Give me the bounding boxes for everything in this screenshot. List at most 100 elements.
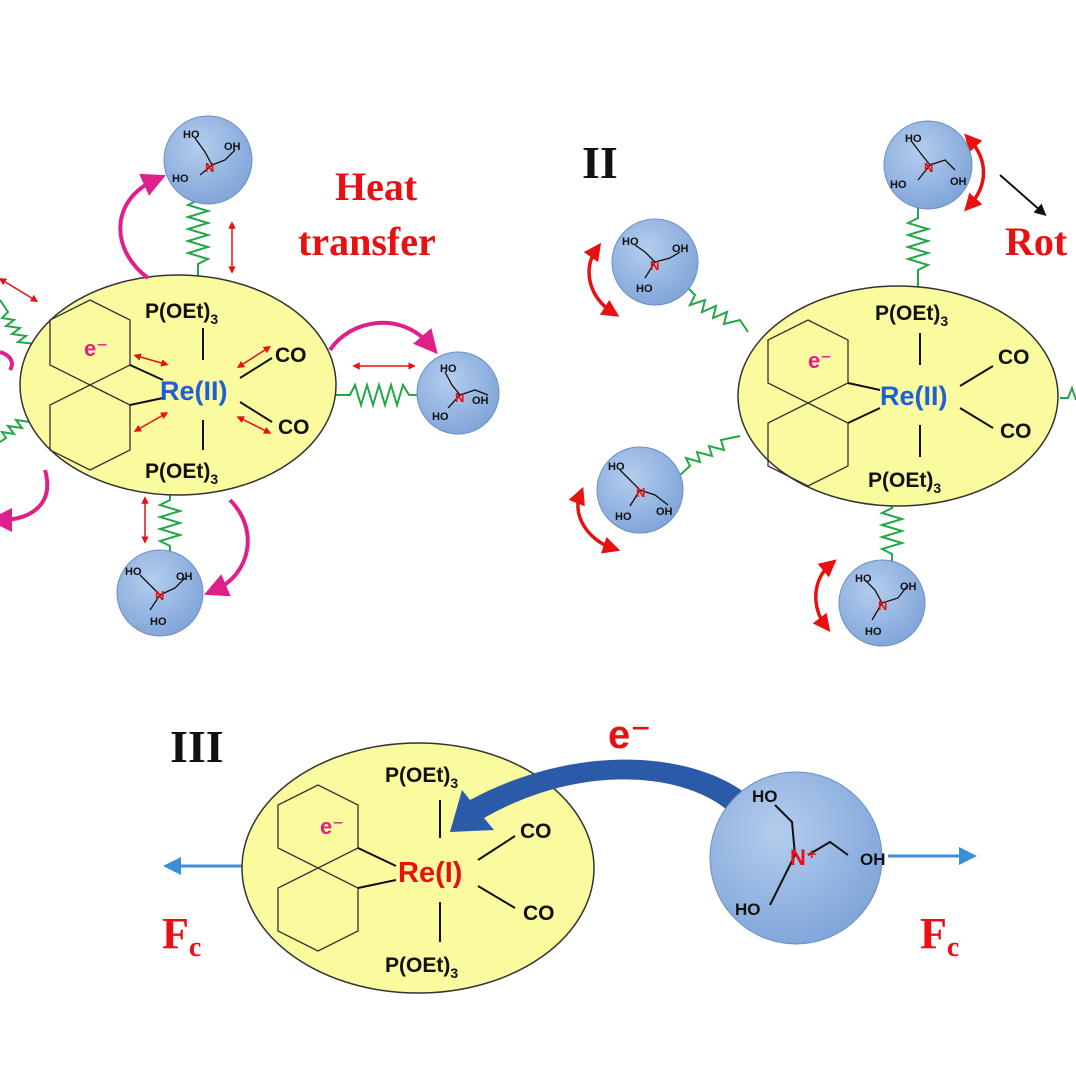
tea-n-label: N bbox=[636, 485, 645, 500]
force-label-left: Fc bbox=[162, 909, 201, 963]
transferred-electron-label: e⁻ bbox=[608, 713, 651, 757]
bond-co-bottom-3 bbox=[477, 885, 516, 909]
spring-bottom bbox=[878, 500, 906, 568]
vibration-arrow bbox=[133, 412, 169, 432]
vibration-arrow bbox=[236, 416, 272, 434]
spring-bottom bbox=[156, 492, 184, 556]
rotation-arrow bbox=[568, 486, 621, 554]
cation-oh-right-label: OH bbox=[860, 850, 886, 869]
vibration-arrow bbox=[133, 353, 169, 367]
bond-n-re-lower-2 bbox=[847, 407, 881, 424]
panel-3-label: III bbox=[170, 721, 224, 772]
co-bottom-label: CO bbox=[278, 416, 310, 439]
tea-ho-label: HO bbox=[622, 236, 639, 248]
spring-top bbox=[184, 185, 212, 285]
bond-co-bottom-2 bbox=[959, 407, 994, 429]
tea-n-label: N bbox=[205, 160, 214, 175]
co-top-label: CO bbox=[520, 820, 552, 843]
vibration-arrow bbox=[236, 345, 272, 369]
rotation-arrow bbox=[964, 133, 986, 212]
co-top-label: CO bbox=[275, 344, 307, 367]
spring-left-lower bbox=[0, 418, 31, 443]
co-bottom-label: CO bbox=[1000, 420, 1032, 443]
heat-transfer-title-line2: transfer bbox=[298, 219, 436, 264]
spring-lower-left bbox=[679, 435, 741, 476]
tea-ho-label: HO bbox=[440, 363, 457, 375]
bond-n-re-lower-3 bbox=[357, 879, 397, 889]
tea-sphere-right: HO OH HO N bbox=[416, 351, 500, 435]
tea-ho-label: HO bbox=[890, 179, 907, 191]
tea-oh-label: OH bbox=[950, 176, 967, 188]
cation-ho-bottom-label: HO bbox=[735, 900, 761, 919]
metal-center-label: Re(II) bbox=[160, 376, 228, 406]
panel-2: II Rot P(OEt)3 P(OEt)3 CO CO Re(II) e⁻ bbox=[568, 120, 1076, 647]
spring-right bbox=[335, 381, 425, 409]
tea-ho-label: HO bbox=[432, 411, 449, 423]
heat-arrow bbox=[0, 469, 50, 532]
bond-n-re-upper-3 bbox=[357, 847, 397, 867]
spring-upper-left bbox=[684, 284, 749, 333]
tea-oh-label: OH bbox=[176, 571, 193, 583]
tea-ho-label: HO bbox=[636, 283, 653, 295]
vibration-arrow bbox=[0, 278, 39, 302]
spring-right bbox=[1060, 385, 1076, 401]
panel-1: P(OEt)3 P(OEt)3 CO CO Re(II) e⁻ Heat tra… bbox=[0, 115, 500, 637]
co-top-label: CO bbox=[998, 346, 1030, 369]
electron-label: e⁻ bbox=[84, 336, 108, 361]
tea-n-label: N bbox=[155, 588, 164, 603]
complex-ellipse-2 bbox=[737, 285, 1059, 507]
electron-label: e⁻ bbox=[320, 814, 344, 839]
force-label-right: Fc bbox=[920, 909, 959, 963]
tea-sphere-bottom: HO OH HO N bbox=[116, 549, 204, 637]
spring-top bbox=[904, 208, 932, 288]
bond-co-top-2 bbox=[959, 365, 994, 387]
tea-oh-label: OH bbox=[224, 141, 241, 153]
tea-ho-label: HO bbox=[615, 511, 632, 523]
tea-oh-label: OH bbox=[900, 581, 917, 593]
tea-ho-label: HO bbox=[172, 173, 189, 185]
direction-arrow bbox=[999, 174, 1047, 216]
ligand-top-label: P(OEt)3 bbox=[385, 764, 458, 791]
ligand-top-label: P(OEt)3 bbox=[875, 302, 948, 329]
ligand-top-label: P(OEt)3 bbox=[145, 300, 218, 327]
tea-ho-label: HO bbox=[150, 616, 167, 628]
co-bottom-label: CO bbox=[523, 902, 555, 925]
electron-transfer-arrow bbox=[450, 759, 770, 832]
tea-ho-label: HO bbox=[608, 461, 625, 473]
tea-n-label: N bbox=[455, 390, 464, 405]
tea-sphere-lower-left: HO OH HO N bbox=[596, 446, 684, 534]
tea-oh-label: OH bbox=[672, 243, 689, 255]
tea-n-label: N bbox=[650, 258, 659, 273]
rotation-title-partial: Rot bbox=[1005, 219, 1068, 264]
tea-ho-label: HO bbox=[183, 129, 200, 141]
rotation-arrow bbox=[583, 242, 620, 317]
bond-co-top-3 bbox=[477, 835, 516, 861]
panel-3: III Fc Fc P(OEt)3 P(OEt)3 CO CO Re(I) e⁻… bbox=[162, 713, 977, 994]
tea-ho-label: HO bbox=[865, 626, 882, 638]
ligand-bottom-label: P(OEt)3 bbox=[385, 954, 458, 981]
metal-center-label: Re(I) bbox=[398, 857, 462, 889]
tea-cation-sphere: HO N⁺ OH HO bbox=[709, 771, 886, 945]
tea-sphere-top: HO OH HO N bbox=[883, 120, 973, 210]
tea-ho-label: HO bbox=[905, 133, 922, 145]
tea-sphere-upper-left: HO OH HO N bbox=[611, 218, 699, 306]
complex-ellipse-1 bbox=[19, 274, 337, 496]
rotation-arrow bbox=[812, 559, 837, 632]
bond-n-re-upper-2 bbox=[847, 382, 881, 391]
spring-left-upper bbox=[0, 299, 37, 345]
ligand-bottom-label: P(OEt)3 bbox=[145, 460, 218, 487]
tea-n-label: N bbox=[878, 598, 887, 613]
metal-center-label: Re(II) bbox=[880, 381, 948, 411]
tea-oh-label: OH bbox=[472, 395, 489, 407]
heat-arrow bbox=[328, 320, 438, 355]
electron-label: e⁻ bbox=[808, 348, 832, 373]
tea-ho-label: HO bbox=[125, 566, 142, 578]
heat-arrow bbox=[118, 173, 166, 280]
tea-oh-label: OH bbox=[656, 506, 673, 518]
cation-n-label: N⁺ bbox=[790, 845, 818, 870]
tea-ho-label: HO bbox=[855, 573, 872, 585]
tea-sphere-top: HO OH HO N bbox=[163, 115, 253, 205]
tea-n-label: N bbox=[924, 160, 933, 175]
ligand-bottom-label: P(OEt)3 bbox=[868, 469, 941, 496]
bond-n-re-lower-1 bbox=[129, 397, 164, 406]
